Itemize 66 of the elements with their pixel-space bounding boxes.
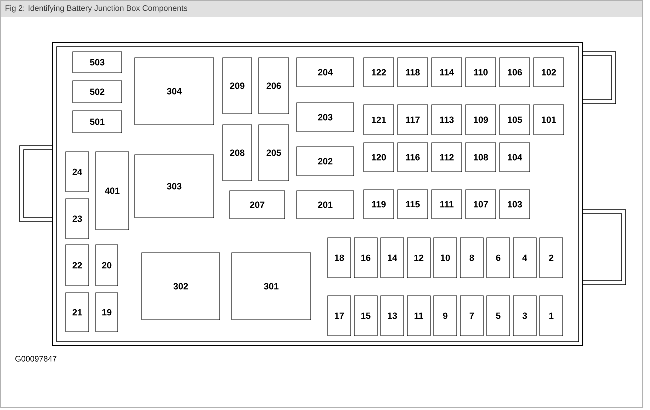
fuse-box: 19 <box>96 292 118 332</box>
fuse-box: 7 <box>460 296 484 336</box>
fuse-box: 18 <box>328 238 352 278</box>
fuse-box: 5 <box>486 296 510 336</box>
fuse-box: 114 <box>432 58 462 88</box>
fuse-box: 118 <box>398 58 428 88</box>
fuse-box: 104 <box>500 142 530 172</box>
part-number: G00097847 <box>16 356 57 362</box>
fuse-box: 501 <box>72 110 122 134</box>
fuse-box: 112 <box>432 142 462 172</box>
relay-box: 302 <box>142 252 220 320</box>
fuse-box: 122 <box>364 58 394 88</box>
fuse-box: 17 <box>328 296 352 336</box>
fuse-box: 502 <box>72 80 122 104</box>
fuse-box: 22 <box>66 244 90 286</box>
fuse-box: 117 <box>398 104 428 136</box>
fuse-box: 111 <box>432 190 462 220</box>
fuse-box: 9 <box>434 296 458 336</box>
fuse-box: 202 <box>296 146 354 176</box>
fuse-box: 101 <box>534 104 564 136</box>
fuse-box: 13 <box>380 296 404 336</box>
fuse-box: 203 <box>296 102 354 132</box>
fuse-box: 107 <box>466 190 496 220</box>
relay-box: 301 <box>232 252 312 320</box>
fuse-box: 2 <box>540 238 564 278</box>
fuse-box: 23 <box>66 198 90 240</box>
fuse-box: 105 <box>500 104 530 136</box>
fuse-box: 4 <box>513 238 537 278</box>
fuse-box: 120 <box>364 142 394 172</box>
fuse-box: 110 <box>466 58 496 88</box>
fuse-box: 204 <box>296 58 354 88</box>
fuse-box: 10 <box>434 238 458 278</box>
fuse-box: 503 <box>72 52 122 74</box>
fuse-box: 401 <box>96 152 130 230</box>
fuse-box: 206 <box>258 58 290 114</box>
relay-box: 303 <box>134 154 214 218</box>
fuse-box: 6 <box>486 238 510 278</box>
fuse-box: 103 <box>500 190 530 220</box>
fuse-box: 201 <box>296 190 354 220</box>
fuse-box: 106 <box>500 58 530 88</box>
fuse-box: 115 <box>398 190 428 220</box>
fuse-box: 209 <box>222 58 252 114</box>
fuse-box: 12 <box>407 238 431 278</box>
fuse-box: 15 <box>354 296 378 336</box>
fuse-box: 3 <box>513 296 537 336</box>
fuse-box: 113 <box>432 104 462 136</box>
fuse-box: 208 <box>222 124 252 182</box>
fuse-box: 119 <box>364 190 394 220</box>
fuse-box: 20 <box>96 244 118 286</box>
fuse-box: 24 <box>66 152 90 192</box>
relay-box: 304 <box>134 58 214 126</box>
fuse-box: 8 <box>460 238 484 278</box>
junction-box-housing <box>52 42 584 346</box>
fuse-box: 108 <box>466 142 496 172</box>
fuse-box: 102 <box>534 58 564 88</box>
fuse-box: 14 <box>380 238 404 278</box>
fuse-box: 207 <box>230 190 286 220</box>
fuse-box: 16 <box>354 238 378 278</box>
fuse-box: 109 <box>466 104 496 136</box>
fuse-box: 11 <box>407 296 431 336</box>
fuse-box: 1 <box>540 296 564 336</box>
fuse-box: 21 <box>66 292 90 332</box>
title-bar: Fig 2: Identifying Battery Junction Box Components <box>2 2 642 17</box>
fuse-box: 205 <box>258 124 290 182</box>
fuse-box: 121 <box>364 104 394 136</box>
fuse-box: 116 <box>398 142 428 172</box>
